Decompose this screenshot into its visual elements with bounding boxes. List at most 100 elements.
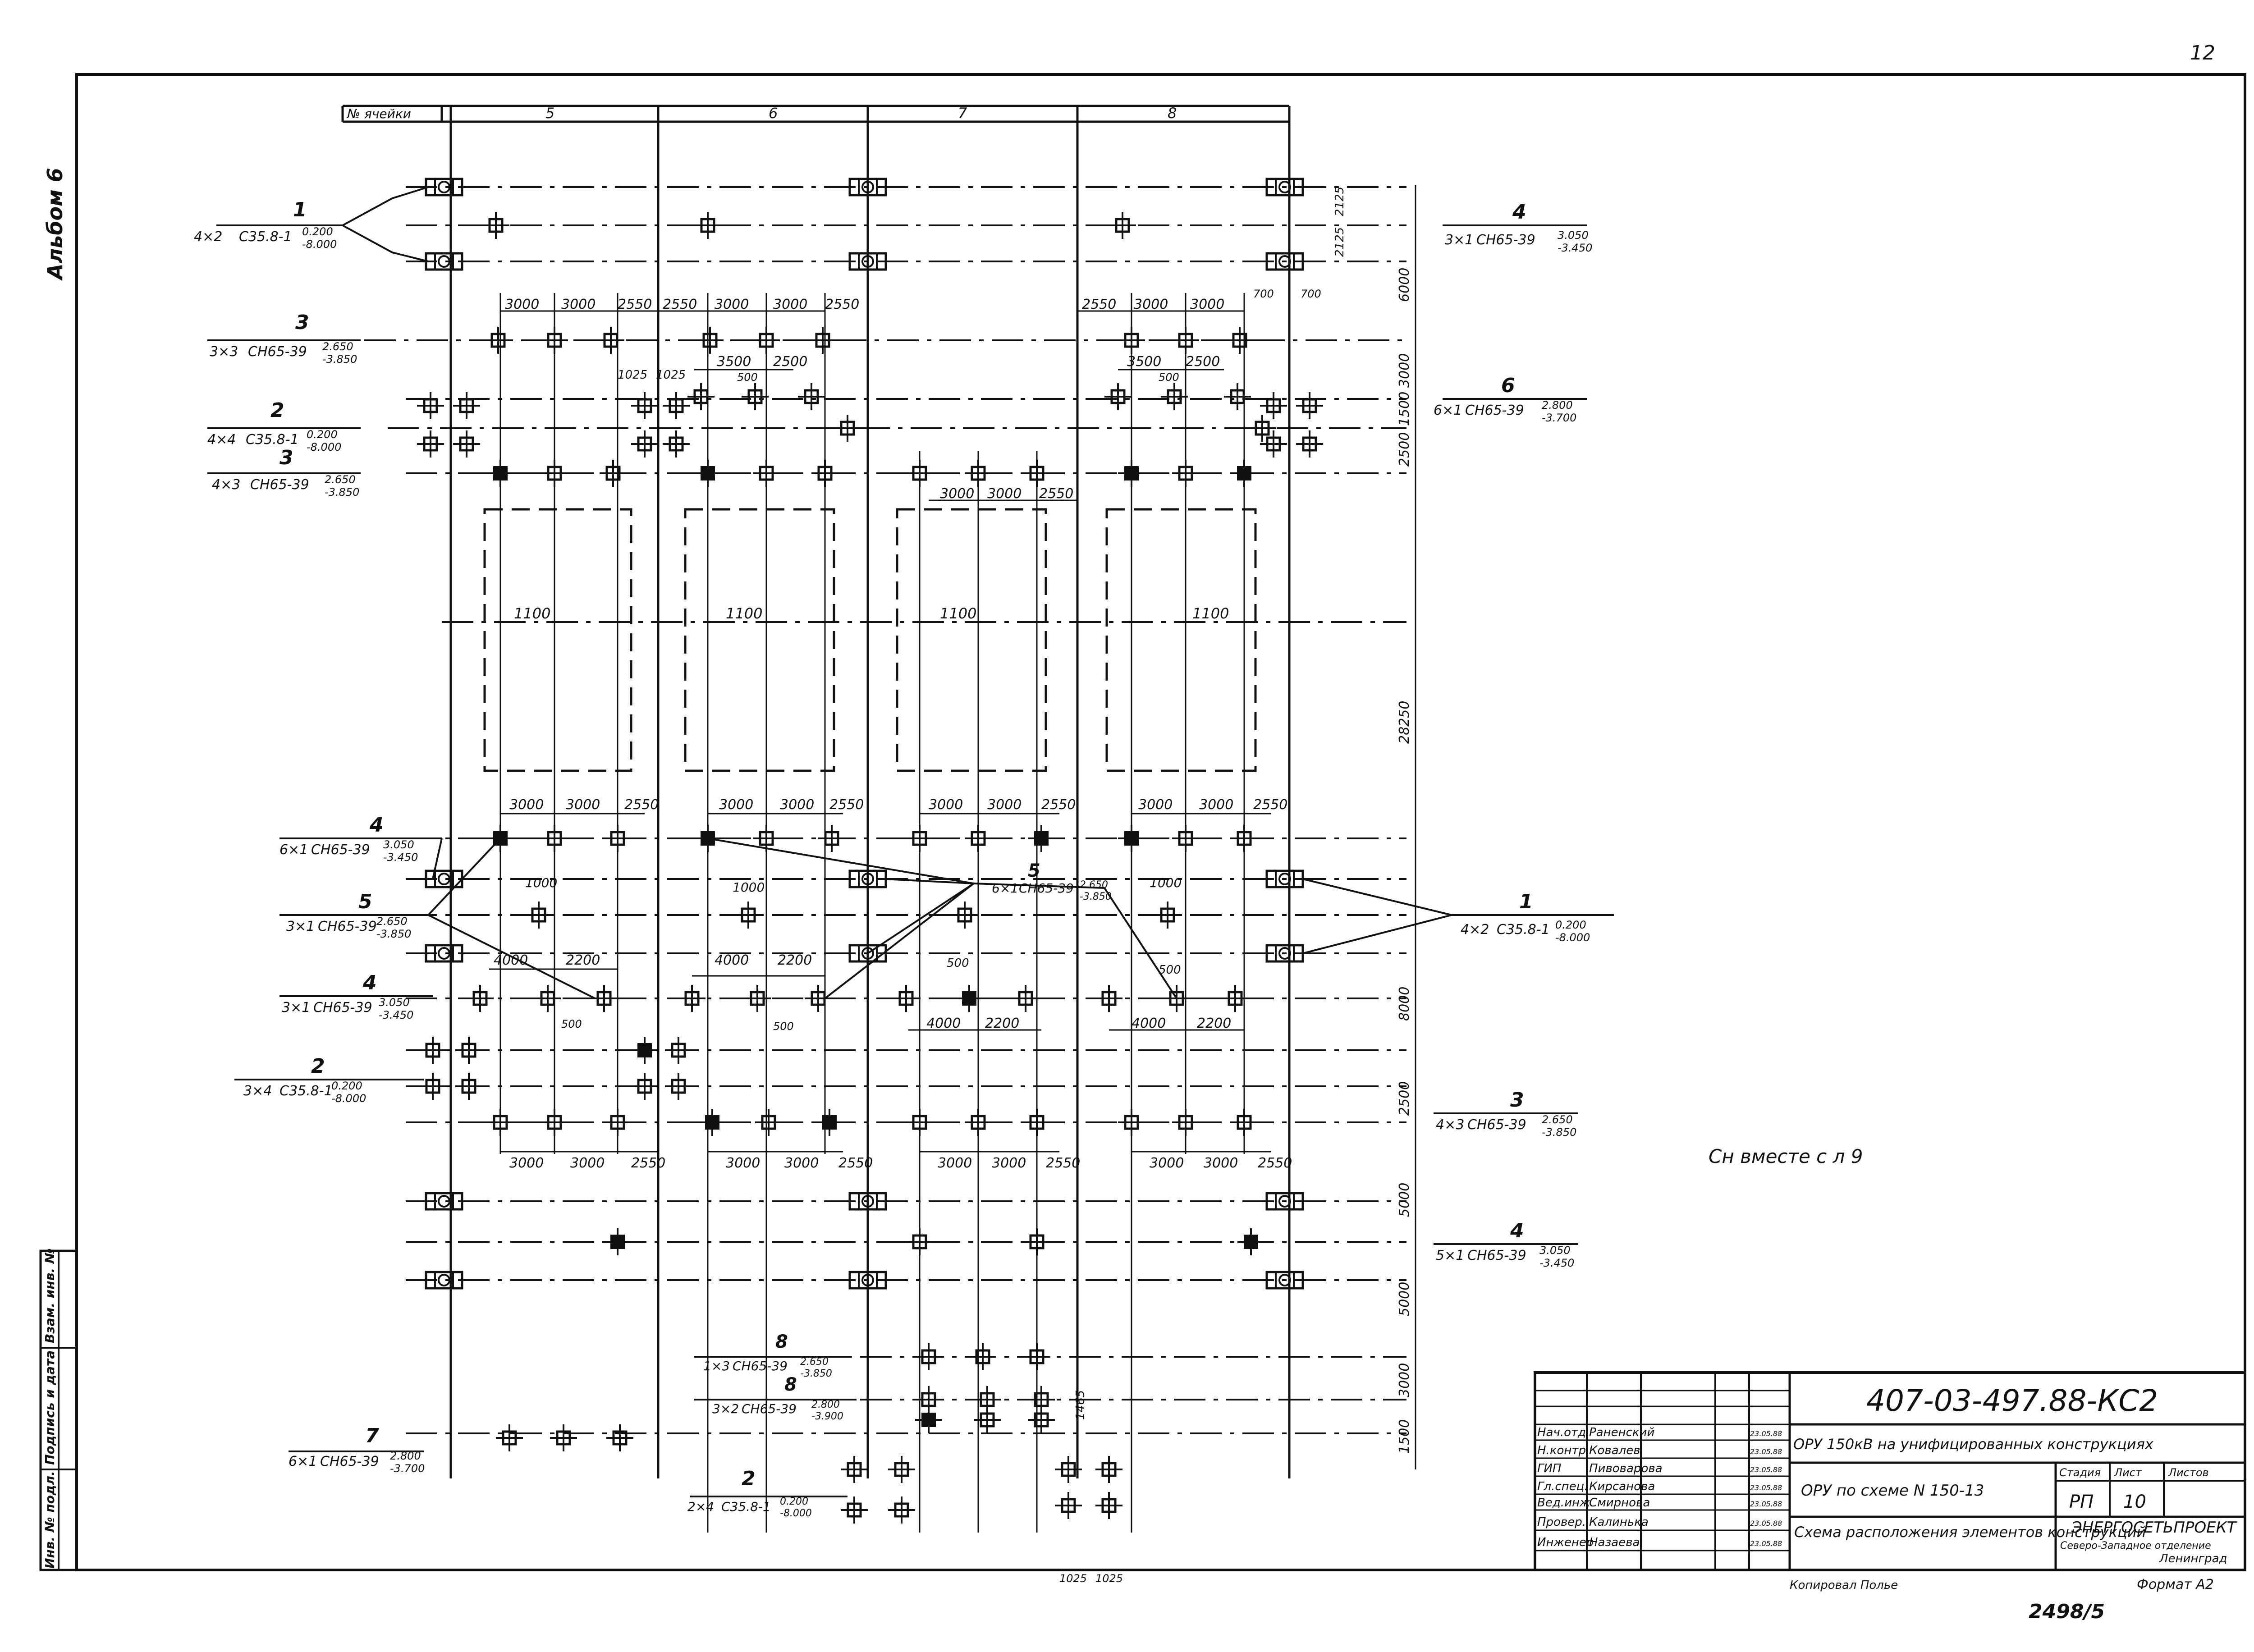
callout: 2 2×4 С35.8-1 0.200 -8.000 (687, 1467, 812, 1519)
dim-label: 3000 (509, 797, 544, 813)
doc-code: 407-03-497.88-КС2 (1866, 1383, 2158, 1418)
callout-type: СН65-39 (1465, 403, 1524, 418)
dim-label: 700 (1301, 288, 1321, 300)
callout-type: С35.8-1 (279, 1083, 333, 1099)
dim-label: 500 (1159, 963, 1181, 977)
callout-top: 3.050 (1558, 229, 1589, 242)
sheet-header: Лист (2114, 1466, 2142, 1479)
dimension-lines (489, 310, 1271, 1153)
dim-label: 3000 (1199, 797, 1233, 813)
name: Смирнова (1589, 1496, 1650, 1510)
dim-label: 2550 (1253, 797, 1287, 813)
dim-label: 3000 (566, 797, 600, 813)
title-line-2: ОРУ по схеме N 150-13 (1801, 1482, 1984, 1500)
callout-type: СН65-39 (742, 1401, 797, 1416)
callout-number: 6 (1501, 374, 1515, 397)
date: 23.05.88 (1750, 1429, 1782, 1438)
callout-bottom: -3.450 (1539, 1257, 1574, 1269)
callout: 1 4×2 С35.8-1 0.200 -8.000 (1461, 890, 1590, 944)
dim-label: 2550 (1039, 486, 1073, 502)
role: Вед.инж. (1537, 1496, 1594, 1510)
callout-bottom: -8.000 (1555, 931, 1590, 944)
sheets-header: Листов (2168, 1466, 2209, 1479)
callout: 5 6×1 СН65-39 2.650 -3.850 (992, 860, 1112, 902)
callout-qty: 6×1 (279, 842, 308, 858)
dim-label: 2200 (778, 952, 812, 968)
callout: 3 4×3 СН65-39 2.650 -3.850 (1436, 1089, 1576, 1139)
leader-lines (207, 186, 1614, 1497)
dim-label: 3000 (719, 797, 753, 813)
date: 23.05.88 (1750, 1539, 1782, 1548)
callout-qty: 5×1 (1436, 1248, 1464, 1263)
dim-label: 4000 (494, 952, 528, 968)
callout-top: 0.200 (780, 1496, 808, 1507)
callout-number: 4 (1512, 201, 1526, 224)
dim-label: 3500 (717, 354, 751, 370)
callout-qty: 3×1 (1445, 232, 1473, 248)
dim-label: 2200 (566, 952, 600, 968)
dim-label: 3000 (1138, 797, 1173, 813)
dim-label: 2500 (1186, 354, 1220, 370)
dim-label: 3000 (505, 297, 539, 312)
dim-label: 2500 (773, 354, 807, 370)
callout-number: 4 (362, 971, 377, 994)
callout: 3 3×3 СН65-39 2.650 -3.850 (210, 311, 357, 366)
axes (449, 106, 1291, 1478)
vdim-label: 2500 (1397, 1081, 1412, 1116)
cell-header: № ячейки 5 6 7 8 (341, 105, 1291, 123)
callout-bottom: -8.000 (331, 1092, 366, 1105)
dim-label: 2200 (985, 1016, 1019, 1031)
dim-label: 1025 (656, 368, 686, 382)
vdim-label: 1465 (1074, 1390, 1087, 1420)
vdim-label: 2125 (1333, 187, 1347, 216)
callout-number: 5 (1028, 860, 1040, 881)
note-text: Сн вместе с л 9 (1709, 1145, 1863, 1167)
dim-label: 1025 (1059, 1572, 1087, 1585)
vdim-label: 6000 (1397, 268, 1412, 302)
dim-label: 1100 (940, 605, 976, 622)
callout-number: 5 (358, 890, 372, 913)
callout-top: 2.800 (1542, 399, 1573, 412)
center-lines (207, 186, 1406, 1434)
dim-label: 3000 (780, 797, 814, 813)
callout: 2 3×4 С35.8-1 0.200 -8.000 (243, 1055, 366, 1105)
copied-by: Копировал Полье (1790, 1579, 1898, 1592)
callout-qty: 4×3 (212, 477, 240, 493)
dimension-texts: 3000 3000 2550 2550 3000 3000 2550 2550 … (494, 288, 1321, 1585)
dim-label: 700 (1253, 288, 1274, 300)
callout-type: С35.8-1 (1497, 922, 1550, 938)
callout-top: 3.050 (383, 838, 414, 851)
format-label: Формат А2 (2137, 1577, 2214, 1593)
callout-qty: 6×1 (992, 881, 1018, 896)
callout-qty: 6×1 (289, 1454, 317, 1469)
dim-label: 3000 (715, 297, 749, 312)
vdim-label: 5000 (1397, 1282, 1412, 1316)
role: Инженер (1537, 1536, 1594, 1549)
vdim-label: 3000 (1397, 353, 1412, 388)
callout-number: 8 (775, 1332, 788, 1352)
callout: 4 5×1 СН65-39 3.050 -3.450 (1436, 1219, 1574, 1269)
callout: 6 6×1 СН65-39 2.800 -3.700 (1434, 374, 1576, 424)
stage-header: Стадия (2059, 1466, 2101, 1479)
stamp-replace: Взам. инв. № (42, 1248, 57, 1343)
callout: 8 1×3 СН65-39 2.650 -3.850 (703, 1332, 832, 1379)
callout-qty: 3×3 (210, 344, 238, 360)
callout-qty: 6×1 (1434, 403, 1462, 418)
dim-label: 2550 (618, 297, 652, 312)
dim-label: 3000 (1134, 297, 1168, 312)
cell-number: 5 (545, 105, 554, 122)
org-name: ЭНЕРГОСЕТЬПРОЕКТ (2071, 1519, 2237, 1537)
dim-label: 3000 (929, 797, 963, 813)
dim-label: 3000 (987, 797, 1022, 813)
dim-label: 2550 (1258, 1155, 1292, 1171)
dim-label: 500 (1159, 371, 1179, 384)
dim-label: 3000 (938, 1155, 972, 1171)
date: 23.05.88 (1750, 1483, 1782, 1492)
vertical-dimensions: 6000 3000 1500 2500 28250 8000 2500 5000… (1074, 187, 1412, 1454)
callout-bottom: -3.850 (325, 486, 359, 499)
vdim-label: 28250 (1397, 701, 1412, 744)
dim-label: 2550 (1041, 797, 1076, 813)
dim-label: 3000 (1204, 1155, 1238, 1171)
stamp-sign: Подпись и дата (42, 1350, 57, 1465)
